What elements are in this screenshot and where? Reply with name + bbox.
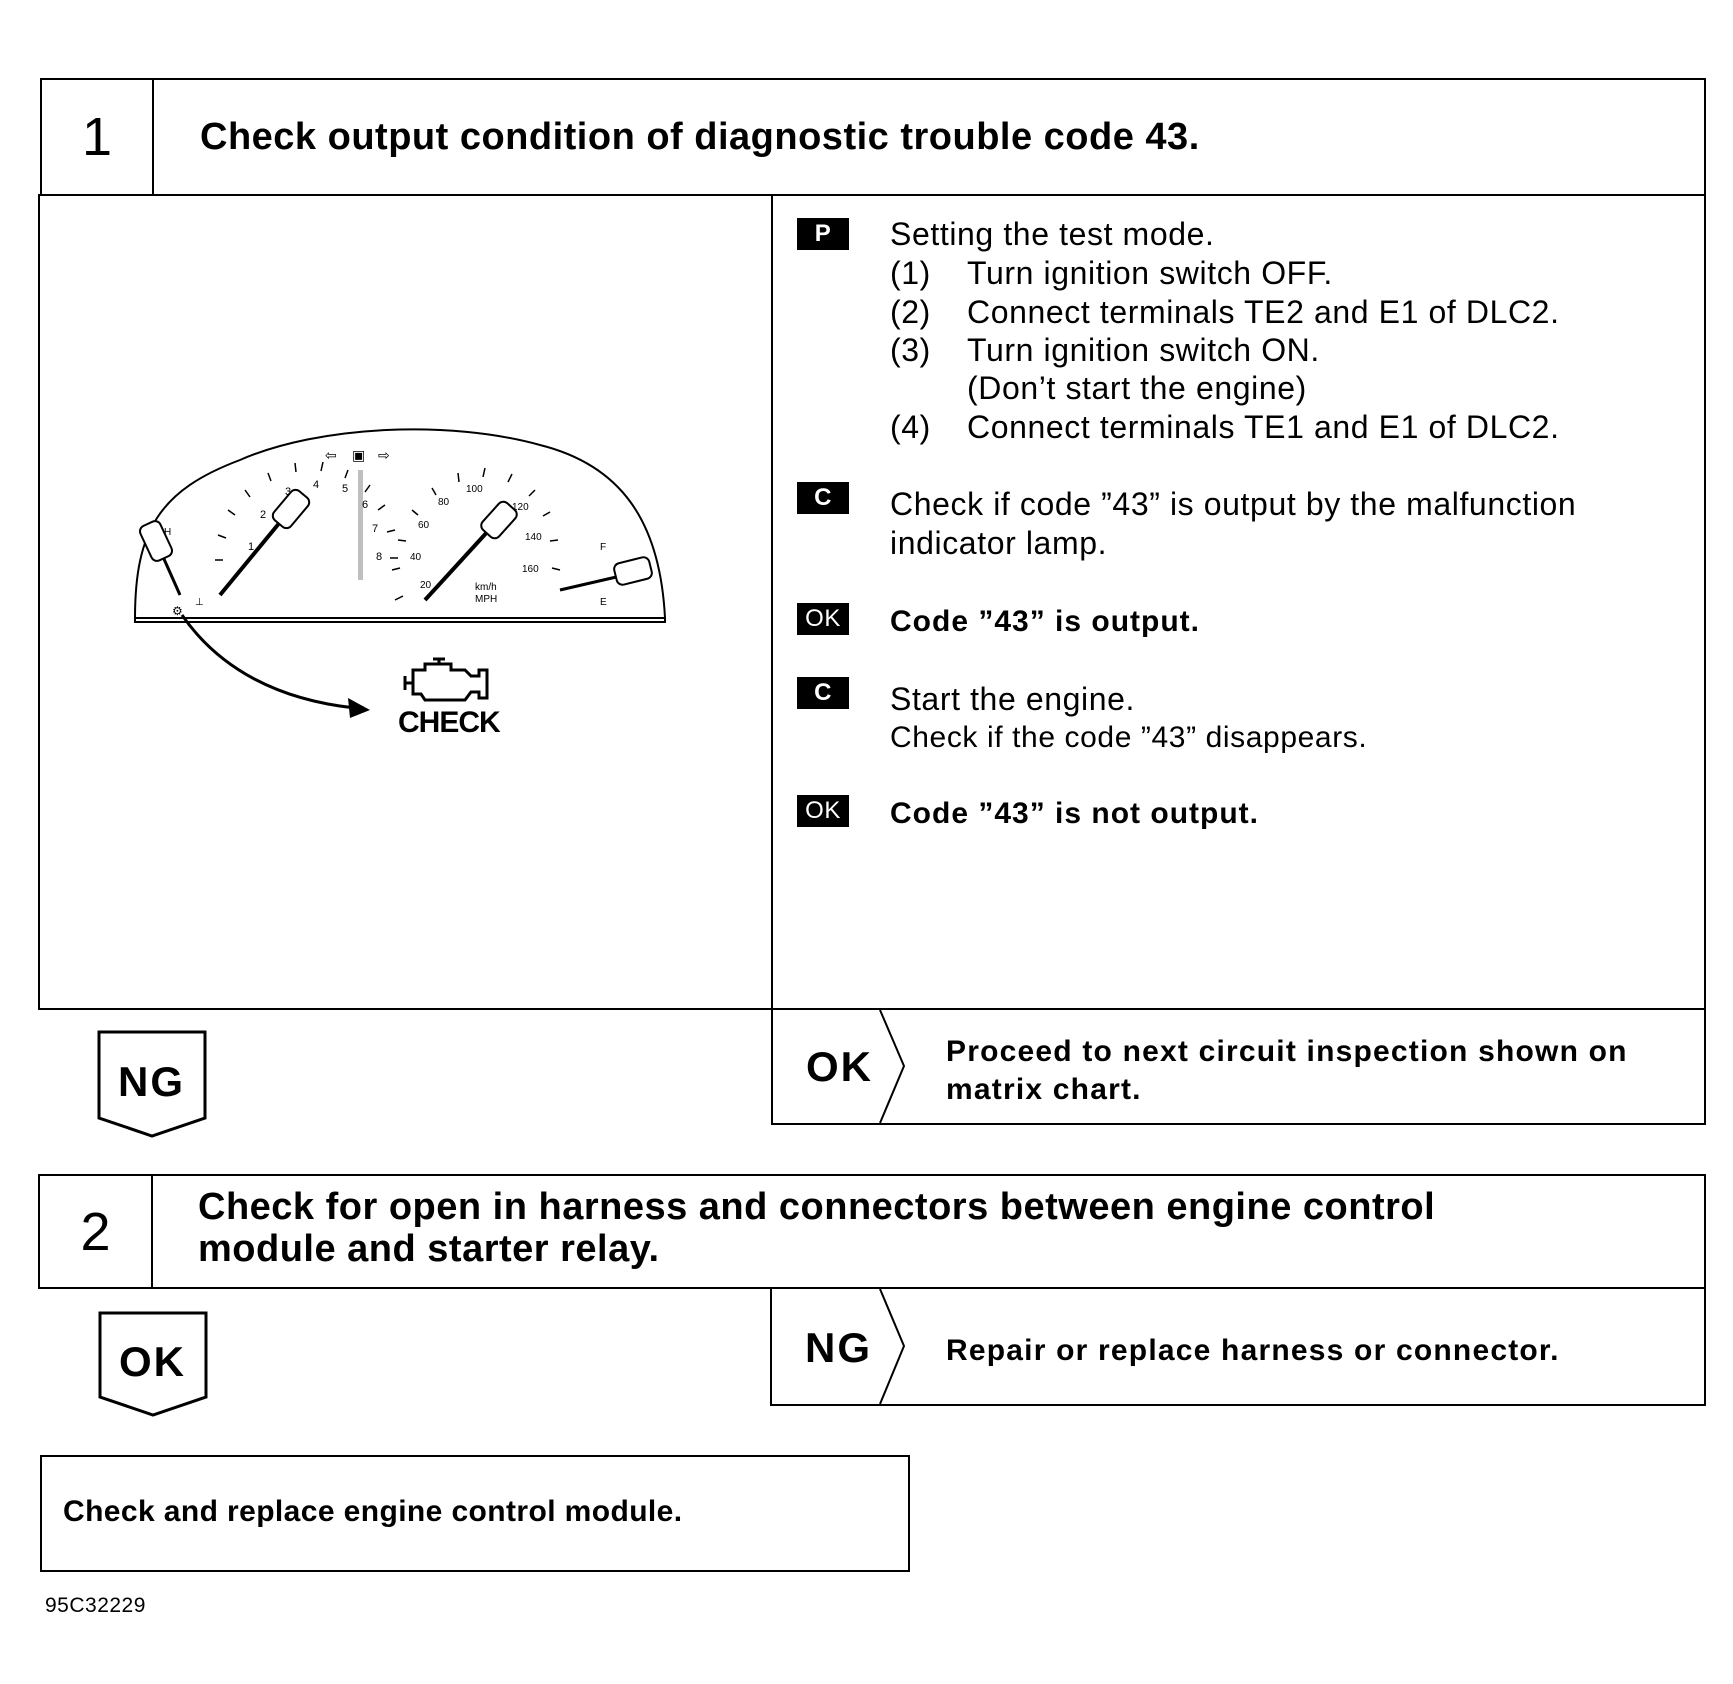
step2-title: Check for open in harness and connectors… xyxy=(198,1186,1436,1228)
substep-text: Turn ignition switch OFF. xyxy=(967,255,1333,291)
step2-header xyxy=(38,1174,1706,1289)
svg-text:4: 4 xyxy=(313,479,319,491)
svg-text:80: 80 xyxy=(438,497,450,508)
proc-check-code-output: Check if code ”43” is output by the malf… xyxy=(890,486,1577,522)
svg-text:120: 120 xyxy=(512,502,529,513)
svg-text:E: E xyxy=(600,597,607,608)
check-engine-icon xyxy=(403,657,489,702)
tag-prepare: P xyxy=(797,218,849,250)
proc-check-code-output-cont: indicator lamp. xyxy=(890,525,1108,561)
svg-text:8: 8 xyxy=(376,551,382,563)
ok-result-box xyxy=(771,1008,1706,1125)
svg-text:160: 160 xyxy=(522,564,539,575)
svg-text:F: F xyxy=(600,542,606,553)
step2-number: 2 xyxy=(80,1201,111,1262)
svg-text:▣: ▣ xyxy=(352,447,365,463)
step1-body-divider xyxy=(771,194,773,1010)
svg-text:20: 20 xyxy=(420,580,432,591)
tag-ok: OK xyxy=(797,795,849,827)
step1-number-divider xyxy=(152,78,154,196)
svg-text:6: 6 xyxy=(362,499,368,511)
svg-text:⊥: ⊥ xyxy=(195,597,204,608)
svg-text:⚙: ⚙ xyxy=(172,604,183,618)
ng-result-label: NG xyxy=(805,1324,872,1371)
final-action-box xyxy=(40,1455,910,1572)
svg-text:140: 140 xyxy=(525,532,542,543)
tag-check: C xyxy=(797,482,849,514)
svg-text:60: 60 xyxy=(418,520,430,531)
svg-text:5: 5 xyxy=(342,483,348,495)
instrument-cluster-illustration: 1 2 3 4 5 6 7 8 H ⊥ ⇦ ▣ ⇨ 20 40 60 80 100 120 140 16… xyxy=(133,428,667,718)
proc-setting-test-mode: Setting the test mode. xyxy=(890,216,1215,252)
ok-flow-marker xyxy=(98,1311,208,1417)
svg-text:⇦: ⇦ xyxy=(325,447,337,463)
ok-result-label: OK xyxy=(806,1043,873,1090)
proc-start-engine: Start the engine. xyxy=(890,681,1136,717)
ok-result-text: Proceed to next circuit inspection shown… xyxy=(946,1035,1628,1068)
step2-title-cont: module and starter relay. xyxy=(198,1228,660,1270)
svg-text:⇨: ⇨ xyxy=(378,447,390,463)
ok-result-text-cont: matrix chart. xyxy=(946,1073,1142,1106)
svg-text:2: 2 xyxy=(260,509,266,521)
proc-code-not-output: Code ”43” is not output. xyxy=(890,797,1259,830)
ng-result-text: Repair or replace harness or connector. xyxy=(946,1334,1560,1367)
substep-text: (Don’t start the engine) xyxy=(967,370,1307,406)
svg-text:1: 1 xyxy=(248,541,254,553)
substep-num: (1) xyxy=(890,255,931,291)
ng-flow-label: NG xyxy=(118,1058,185,1105)
ng-result-box xyxy=(770,1287,1706,1406)
ng-chevron xyxy=(879,1289,906,1404)
proc-code-disappears: Check if the code ”43” disappears. xyxy=(890,721,1368,754)
ok-flow-label: OK xyxy=(119,1338,186,1385)
step1-body-frame xyxy=(38,194,1706,1010)
substep-text: Connect terminals TE2 and E1 of DLC2. xyxy=(967,294,1560,330)
final-action-text: Check and replace engine control module. xyxy=(63,1495,683,1528)
svg-text:100: 100 xyxy=(466,484,483,495)
step1-title: Check output condition of diagnostic tro… xyxy=(200,116,1200,158)
step2-number-divider xyxy=(151,1174,153,1289)
ng-flow-marker xyxy=(97,1030,207,1138)
svg-text:3: 3 xyxy=(285,486,291,498)
svg-text:km/h: km/h xyxy=(475,582,497,593)
tag-check: C xyxy=(797,677,849,709)
svg-text:7: 7 xyxy=(372,523,378,535)
step1-number: 1 xyxy=(81,107,113,167)
substep-num: (4) xyxy=(890,409,931,445)
substep-num: (3) xyxy=(890,332,931,368)
ok-chevron xyxy=(879,1010,906,1123)
figure-id: 95C32229 xyxy=(45,1594,146,1617)
step1-header xyxy=(40,78,1706,196)
check-engine-label: CHECK xyxy=(398,706,501,739)
proc-code-output: Code ”43” is output. xyxy=(890,605,1201,638)
svg-text:H: H xyxy=(164,527,171,538)
tag-ok: OK xyxy=(797,603,849,635)
substep-text: Turn ignition switch ON. xyxy=(967,332,1320,368)
svg-text:MPH: MPH xyxy=(475,594,497,605)
substep-num: (2) xyxy=(890,294,931,330)
svg-text:40: 40 xyxy=(410,552,422,563)
substep-text: Connect terminals TE1 and E1 of DLC2. xyxy=(967,409,1560,445)
